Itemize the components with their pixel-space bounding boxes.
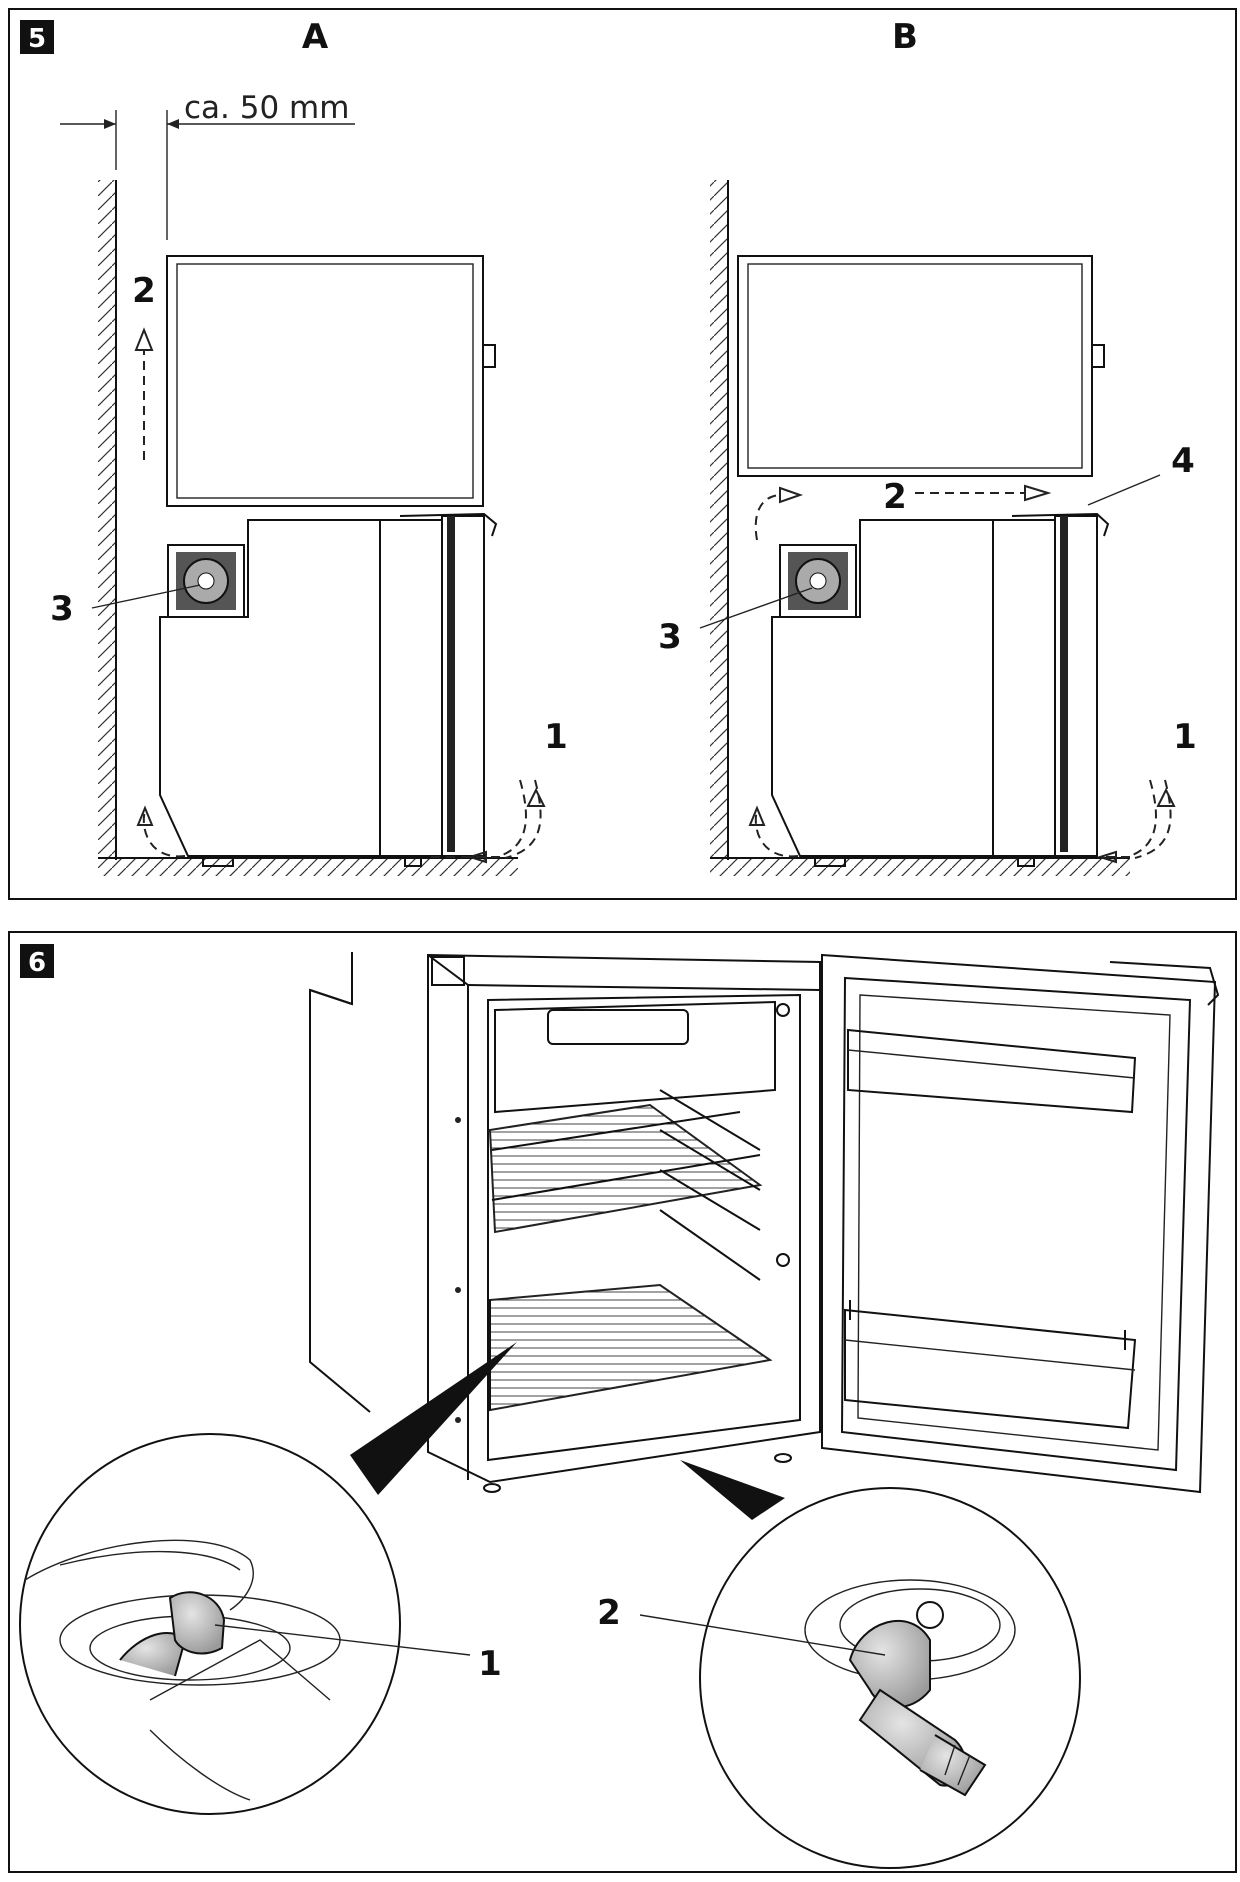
figure-5: 5 A ca. 50 mm (8, 8, 1237, 900)
panel-b-wall (710, 180, 729, 860)
detail-circle-1 (19, 1433, 471, 1815)
panel-a-dimension: ca. 50 mm (60, 90, 355, 240)
cabinet-side-panel (309, 952, 371, 1413)
panel-a-floor (98, 857, 518, 876)
panel-b-leader-4 (1087, 474, 1161, 506)
figure-5-badge: 5 (20, 20, 54, 54)
panel-b-callout-4: 4 (1171, 441, 1195, 481)
panel-a-title: A (302, 17, 329, 57)
panel-a-callout-2: 2 (132, 271, 156, 311)
panel-a-fan (167, 544, 245, 618)
panel-a-callout-1: 1 (544, 717, 568, 757)
panel-b-upper-cabinet (737, 255, 1105, 477)
figure-5-badge-text: 5 (28, 24, 46, 54)
callout-1-leader (214, 1624, 471, 1656)
figure-6-badge-text: 6 (28, 948, 46, 978)
panel-a-upper-cabinet (166, 255, 496, 507)
panel-b-callout-1: 1 (1173, 717, 1197, 757)
zoom-cone-2 (680, 1460, 785, 1520)
panel-a-refrigerator (159, 512, 498, 867)
panel-b-fan (779, 544, 857, 618)
panel-b-leader-3 (699, 587, 813, 629)
panel-b-refrigerator (771, 512, 1110, 867)
fridge-foot (483, 1483, 501, 1493)
fridge-foot (774, 1453, 792, 1463)
panel-b: B (658, 17, 1197, 876)
figure-6: 6 (8, 931, 1237, 1873)
figure-5-frame (8, 8, 1237, 900)
door-shelf-upper (847, 1028, 1137, 1114)
door-shelf-lower (844, 1300, 1137, 1430)
figure-6-callout-2: 2 (597, 1593, 621, 1633)
detail-circle-2 (639, 1487, 1081, 1869)
fridge-body (427, 953, 821, 1484)
panel-b-title: B (892, 17, 918, 57)
figure-6-frame (8, 931, 1237, 1873)
panel-a-leader-3 (91, 584, 201, 609)
figure-6-callout-1: 1 (478, 1644, 502, 1684)
panel-b-airflow (748, 484, 1176, 864)
freezer-compartment (494, 1000, 790, 1114)
fridge-door (821, 953, 1220, 1494)
fridge-interior (487, 993, 801, 1462)
panel-a-wall (98, 180, 117, 860)
wire-shelf (488, 1089, 763, 1281)
figure-6-badge: 6 (20, 944, 54, 978)
callout-2-leader (639, 1614, 886, 1656)
panel-b-floor (710, 857, 1130, 876)
crisper-shelf (489, 1283, 773, 1412)
panel-b-callout-2: 2 (883, 477, 907, 517)
zoom-cone-1 (350, 1342, 517, 1495)
panel-a: A ca. 50 mm (50, 17, 568, 876)
panel-a-callout-3: 3 (50, 589, 74, 629)
panel-a-dimension-text: ca. 50 mm (184, 90, 349, 126)
panel-a-airflow (134, 327, 546, 864)
panel-b-callout-3: 3 (658, 617, 682, 657)
